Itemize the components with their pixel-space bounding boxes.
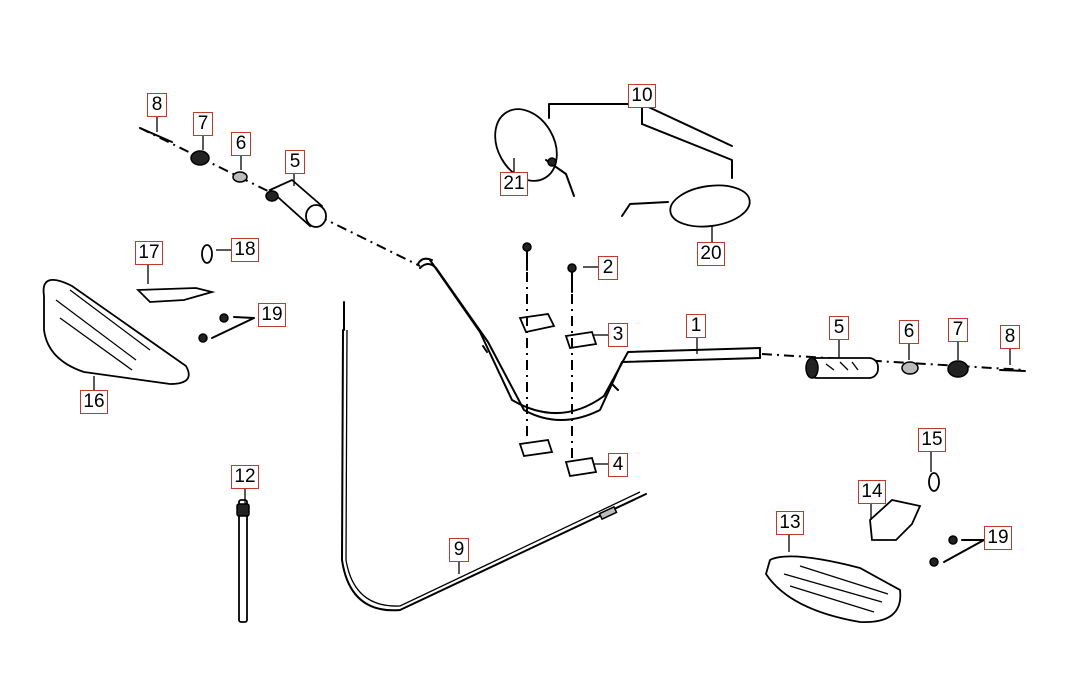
part-label-5-left[interactable]: 5: [285, 150, 305, 174]
part-label-3[interactable]: 3: [608, 323, 628, 347]
part-label-5-right[interactable]: 5: [829, 316, 849, 340]
part-label-14[interactable]: 14: [858, 480, 886, 504]
right-signal-bracket: [869, 499, 922, 541]
part-label-18[interactable]: 18: [231, 238, 259, 262]
part-label-19-left[interactable]: 19: [258, 303, 286, 327]
part-label-1[interactable]: 1: [686, 314, 706, 338]
part-label-6-right[interactable]: 6: [899, 320, 919, 344]
mirror-bracket-lines: [548, 103, 733, 179]
part-label-19-right[interactable]: 19: [984, 526, 1012, 550]
part-label-7-left[interactable]: 7: [193, 112, 213, 136]
left-signal-bulb: [201, 244, 213, 264]
holder-axis-lines: [526, 272, 573, 460]
holder-bolts: [522, 242, 577, 293]
right-mirror: [621, 184, 751, 228]
left-signal-screws: [198, 313, 255, 343]
part-label-13[interactable]: 13: [776, 511, 804, 535]
handlebar: [417, 257, 761, 421]
right-bar-end-spacer: [901, 361, 919, 375]
part-label-16[interactable]: 16: [80, 390, 108, 414]
right-bar-end-bolt: [999, 369, 1026, 372]
leader-lines: [93, 116, 1011, 574]
left-signal-bracket: [135, 287, 216, 303]
part-label-17[interactable]: 17: [135, 241, 163, 265]
part-label-2[interactable]: 2: [598, 256, 618, 280]
part-label-10[interactable]: 10: [628, 84, 656, 108]
right-grip-axis: [761, 353, 1026, 371]
left-bar-end-spacer: [232, 171, 248, 183]
part-label-21[interactable]: 21: [500, 172, 528, 196]
left-bar-end-bolt: [139, 127, 173, 143]
left-mirror: [494, 108, 575, 197]
throttle-cable: [341, 301, 647, 612]
cable-tie: [236, 499, 250, 623]
part-label-20[interactable]: 20: [697, 242, 725, 266]
left-bar-end-weight: [190, 150, 210, 166]
part-label-8-left[interactable]: 8: [147, 93, 167, 117]
part-label-7-right[interactable]: 7: [948, 318, 968, 342]
part-label-4[interactable]: 4: [608, 453, 628, 477]
upper-holder-clamps: [518, 313, 598, 350]
right-bar-end-weight: [947, 360, 969, 378]
left-grip: [265, 178, 327, 228]
right-grip: [805, 357, 879, 379]
part-label-9[interactable]: 9: [449, 538, 469, 562]
part-label-12[interactable]: 12: [231, 465, 259, 489]
part-label-6-left[interactable]: 6: [231, 132, 251, 156]
right-turn-signal: [765, 555, 902, 623]
lower-holder-clamps: [518, 439, 598, 478]
right-signal-bulb: [928, 472, 940, 492]
left-turn-signal: [42, 279, 190, 385]
right-signal-screws: [929, 535, 985, 567]
part-label-15[interactable]: 15: [918, 428, 946, 452]
part-label-8-right[interactable]: 8: [1000, 325, 1020, 349]
